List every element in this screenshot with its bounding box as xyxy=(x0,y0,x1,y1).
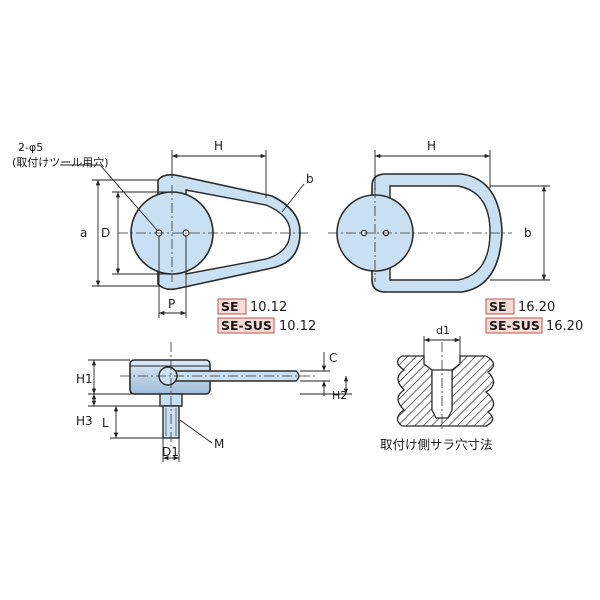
counterbore-section xyxy=(396,342,495,430)
model-tags-left: SE 10.12 SE-SUS 10.12 xyxy=(217,298,316,334)
series-label: SE-SUS xyxy=(489,318,540,333)
hatched-workpiece xyxy=(396,355,495,427)
tag-box xyxy=(485,298,515,315)
dim-H2: H2 xyxy=(332,389,347,402)
size-label: 16.20 xyxy=(546,319,583,334)
counterbore-caption: 取付け側サラ穴寸法 xyxy=(380,437,493,452)
size-label: 16.20 xyxy=(518,300,555,315)
dim-L: L xyxy=(102,416,109,430)
tag-box xyxy=(485,317,543,334)
dim-d1: d1 xyxy=(436,324,450,337)
dim-C: C xyxy=(329,351,337,365)
model-tags-right: SE 16.20 SE-SUS 16.20 xyxy=(485,298,583,334)
series-label: SE xyxy=(221,299,239,314)
dim-D: D xyxy=(101,226,110,240)
dim-H3: H3 xyxy=(76,414,93,428)
size-label: 10.12 xyxy=(279,319,316,334)
top-view-tapered-handle xyxy=(118,173,310,291)
size-label: 10.12 xyxy=(250,300,287,315)
tag-box xyxy=(217,317,275,334)
dimension-d1 xyxy=(423,336,461,358)
tag-box xyxy=(217,298,247,315)
dim-M: M xyxy=(214,437,224,451)
dim-D1: D1 xyxy=(162,445,179,459)
dim-P: P xyxy=(168,297,175,311)
tapped-hole xyxy=(431,369,453,419)
series-label: SE-SUS xyxy=(221,318,272,333)
series-label: SE xyxy=(489,299,507,314)
dimensions-side xyxy=(88,352,352,462)
dimensions-left-top xyxy=(60,150,305,318)
dim-H1: H1 xyxy=(76,372,93,386)
hole-spec-note: (取付けツール用穴) xyxy=(12,155,109,169)
dim-H-left: H xyxy=(214,139,223,153)
dim-a: a xyxy=(80,226,87,240)
dim-b-left: b xyxy=(306,172,314,186)
side-view xyxy=(120,342,318,446)
handle-loop-inner xyxy=(185,189,291,275)
top-view-d-handle xyxy=(328,173,512,293)
hole-spec-label: 2-φ5 xyxy=(18,141,43,154)
dim-H-right: H xyxy=(427,139,436,153)
dimensions-right-top xyxy=(374,150,550,281)
dim-b-right: b xyxy=(524,226,532,240)
